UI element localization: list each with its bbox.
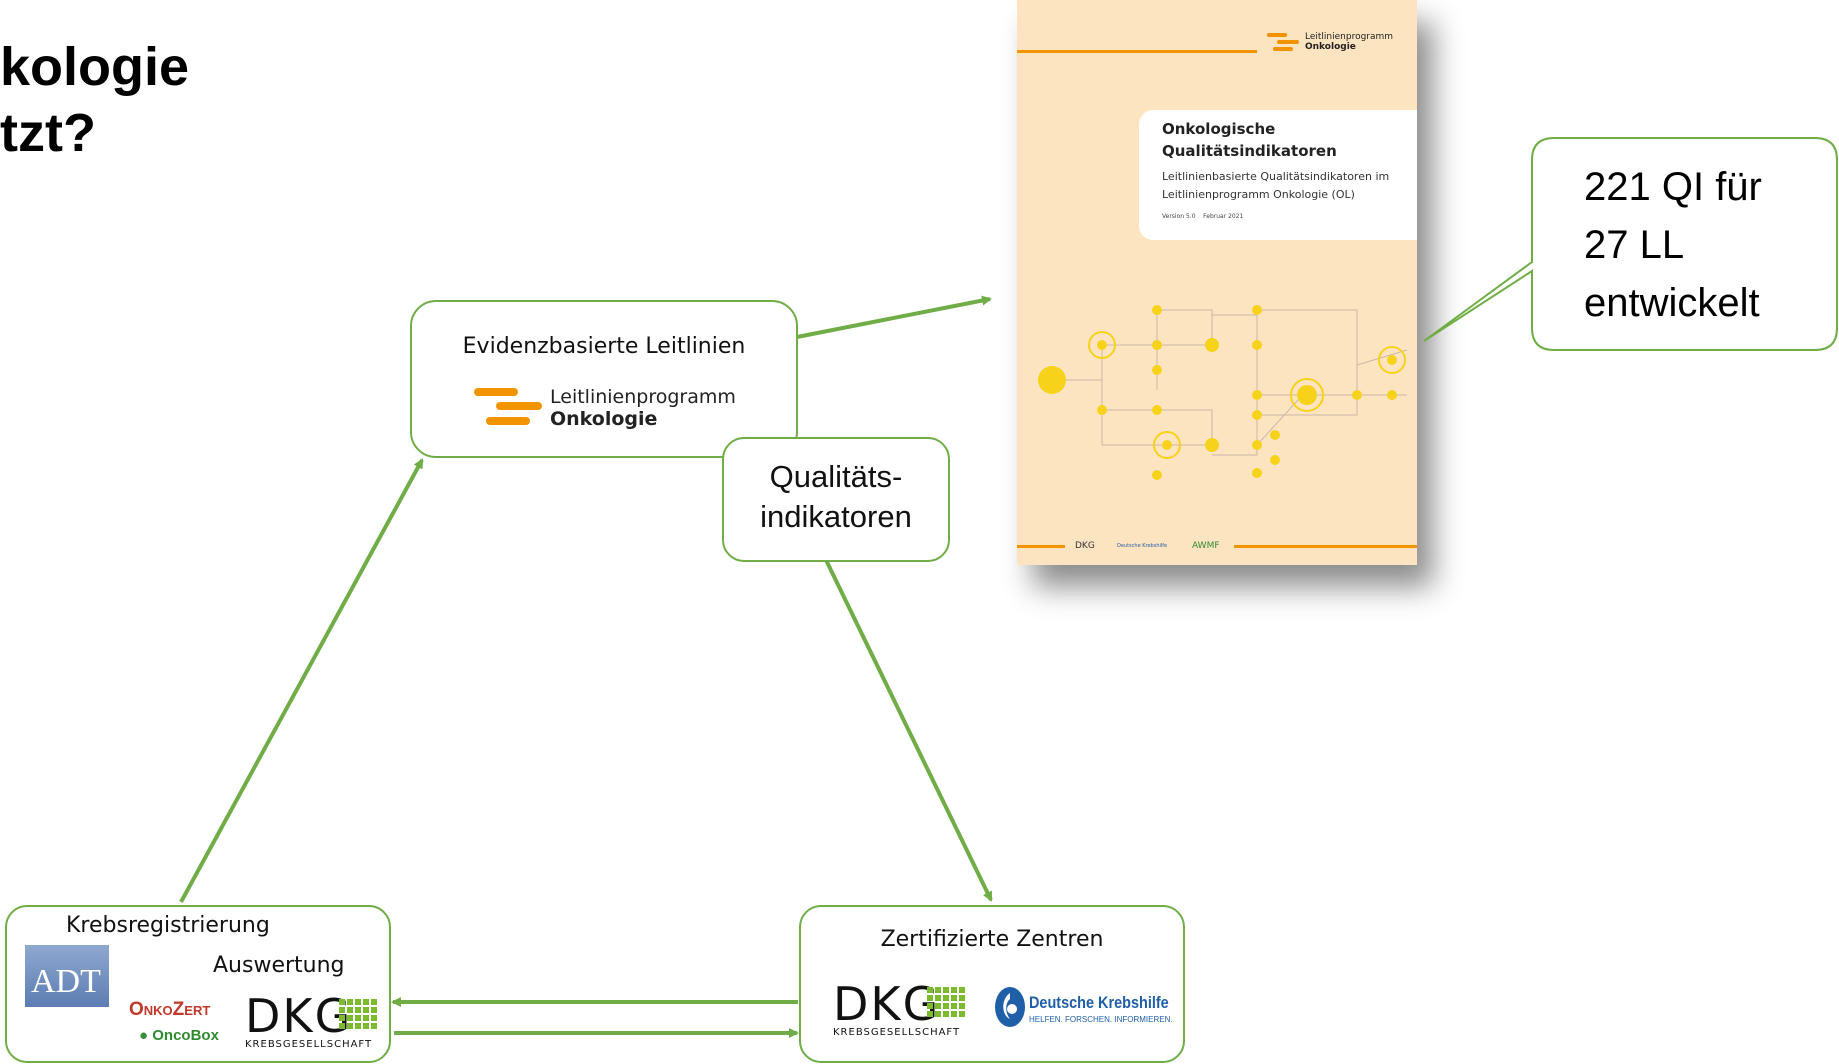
cover-version-text: Version 5.0 [1162, 213, 1196, 220]
cover-title-line2: Qualitätsindikatoren [1162, 142, 1337, 160]
callout-line1: 221 QI für [1584, 165, 1762, 209]
cover-footer-logo-awmf: AWMF [1192, 541, 1220, 551]
callout-line3: entwickelt [1584, 281, 1760, 325]
dkg-sub: KREBSGESELLSCHAFT [245, 1039, 373, 1050]
cover-footer-line-left [1017, 545, 1065, 548]
qi-line2: indikatoren [760, 499, 912, 534]
cover-subtitle-line2: Leitlinienprogramm Onkologie (OL) [1162, 188, 1355, 201]
arrow-register-to-leitlinien [179, 458, 424, 903]
leitlinien-box: Evidenzbasierte Leitlinien Leitlinienpro… [410, 300, 798, 458]
callout-bubble [1423, 137, 1838, 351]
cover-footer-logo-dkg: DKG [1075, 541, 1095, 551]
auswertung-label: Auswertung [213, 953, 345, 978]
oncobox-icon: ● [139, 1027, 149, 1044]
cover-logo-line1: Leitlinienprogramm [1305, 32, 1394, 42]
leitlinienprogramm-logo: Leitlinienprogramm Onkologie [474, 386, 774, 446]
qi-line1: Qualitäts- [769, 459, 903, 494]
cover-top-line [1017, 50, 1257, 53]
cover-logo-line2: Onkologie [1305, 42, 1356, 52]
dkg-letters-zentren: DKG [833, 977, 941, 1031]
qualitaetsindikatoren-box: Qualitäts- indikatoren [722, 437, 950, 562]
cover-title-line1: Onkologische [1162, 120, 1276, 138]
dkg-logo-register: DKG KREBSGESELLSCHAFT [245, 989, 377, 1050]
dkg-logo-zentren: DKG KREBSGESELLSCHAFT [833, 977, 965, 1038]
adt-logo-text: ADT [31, 963, 101, 1000]
cover-ol-logo: Leitlinienprogramm Onkologie [1267, 32, 1417, 58]
dkg-dots-icon [339, 999, 377, 1029]
cover-subtitle-line1: Leitlinienbasierte Qualitätsindikatoren … [1162, 170, 1390, 183]
cover-footer-line-right [1234, 545, 1417, 548]
cover-footer-logo-krebshilfe: Deutsche Krebshilfe [1117, 543, 1168, 549]
krebsregistrierung-label: Krebsregistrierung [66, 913, 270, 938]
title-line-1: kologie [0, 37, 190, 97]
cover-title-card: Onkologische Qualitätsindikatoren Leitli… [1139, 110, 1417, 240]
krebsregistrierung-box: Krebsregistrierung Auswertung ADT OnkoZe… [5, 905, 391, 1063]
krebshilfe-name: Deutsche Krebshilfe [1029, 993, 1169, 1012]
qi-document-cover: Leitlinienprogramm Onkologie Onkologisch… [1017, 0, 1417, 565]
krebshilfe-logo: Deutsche Krebshilfe HELFEN. FORSCHEN. IN… [993, 985, 1173, 1035]
dkg-letters: DKG [245, 989, 353, 1043]
leitlinien-label: Evidenzbasierte Leitlinien [462, 334, 746, 359]
leitlinien-logo-line2: Onkologie [550, 408, 658, 430]
zentren-label: Zertifizierte Zentren [880, 927, 1104, 952]
dkg-dots-icon-zentren [927, 987, 965, 1017]
adt-logo: ADT [25, 945, 109, 1007]
slide-title: kologie tzt? [0, 34, 189, 166]
callout-line2: 27 LL [1584, 223, 1685, 267]
onkozert-logo: OnkoZert [129, 999, 211, 1020]
krebshilfe-slogan: HELFEN. FORSCHEN. INFORMIEREN. [1029, 1015, 1173, 1024]
leitlinien-logo-line1: Leitlinienprogramm [550, 386, 736, 408]
cover-version: Version 5.0 Februar 2021 [1162, 213, 1243, 220]
cover-network-graphic [1038, 305, 1408, 480]
dkg-sub-zentren: KREBSGESELLSCHAFT [833, 1027, 961, 1038]
krebshilfe-icon [995, 987, 1025, 1027]
cover-date-text: Februar 2021 [1203, 213, 1244, 220]
zertifizierte-zentren-box: Zertifizierte Zentren DKG KREBSGESELLSCH… [799, 905, 1185, 1063]
arrow-leitlinien-to-cover [796, 295, 992, 339]
oncobox-text: OncoBox [152, 1027, 219, 1044]
arrow-qi-to-zentren [824, 559, 993, 902]
title-line-2: tzt? [0, 103, 96, 163]
oncobox-logo: ● OncoBox [139, 1027, 219, 1044]
